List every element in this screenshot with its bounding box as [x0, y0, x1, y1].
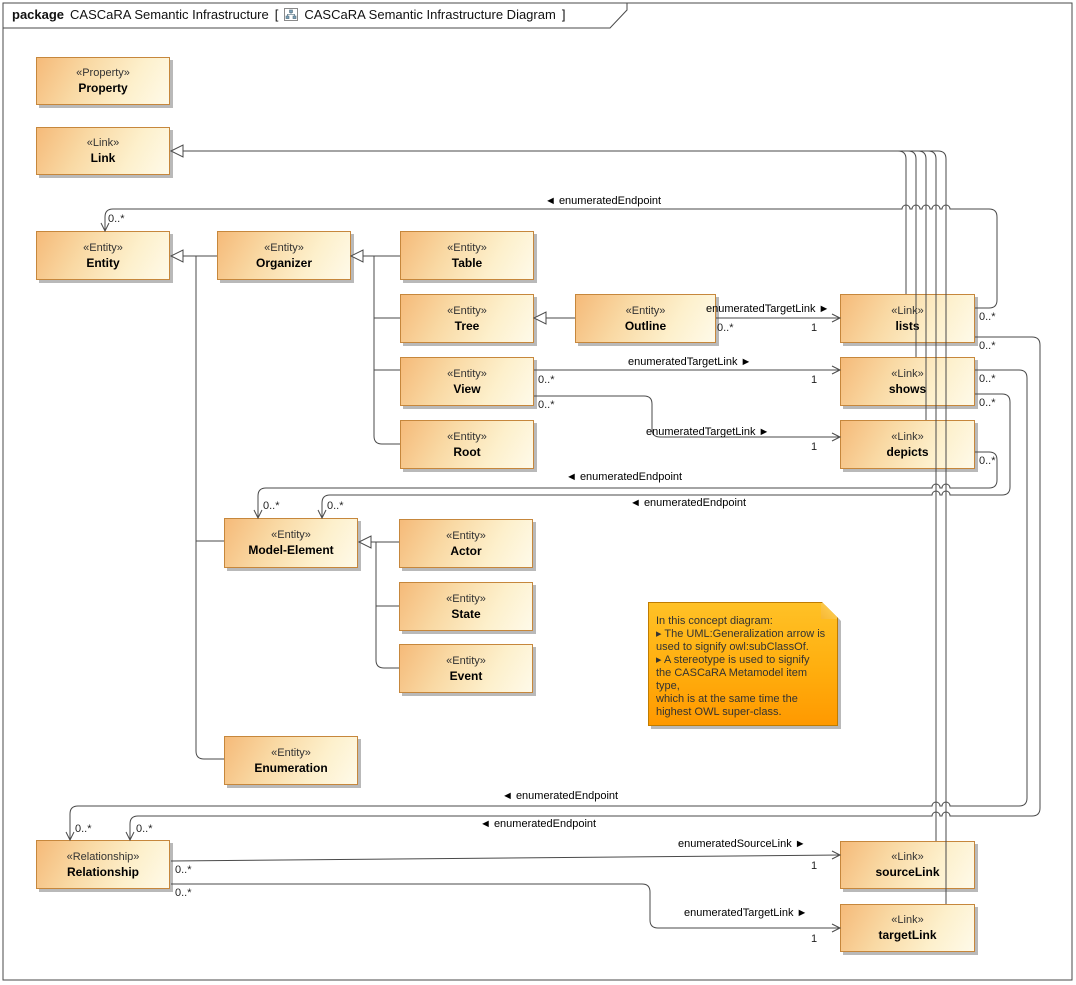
multiplicity-label: 1 [811, 933, 818, 945]
multiplicity-label: 0..* [108, 213, 125, 225]
multiplicity-label: 1 [811, 860, 818, 872]
association-label: enumeratedTargetLink ► [628, 356, 752, 368]
multiplicity-label: 0..* [979, 340, 996, 352]
multiplicity-label: 1 [811, 322, 818, 334]
multiplicity-label: 1 [811, 374, 818, 386]
multiplicity-label: 0..* [979, 311, 996, 323]
multiplicity-label: 0..* [979, 455, 996, 467]
package-keyword: package [12, 7, 65, 22]
multiplicity-label: 0..* [136, 823, 153, 835]
multiplicity-label: 0..* [175, 864, 192, 876]
multiplicity-label: 0..* [175, 887, 192, 899]
multiplicity-label: 0..* [979, 373, 996, 385]
frame-heading: package CASCaRA Semantic Infrastructure … [12, 7, 565, 22]
multiplicity-label: 1 [811, 441, 818, 453]
multiplicity-label: 0..* [538, 374, 555, 386]
multiplicity-label: 0..* [717, 322, 734, 334]
association-label: ◄ enumeratedEndpoint [480, 818, 597, 830]
multiplicity-label: 0..* [538, 399, 555, 411]
multiplicity-label: 0..* [327, 500, 344, 512]
association-label: enumeratedTargetLink ► [706, 303, 830, 315]
multiplicity-label: 0..* [75, 823, 92, 835]
package-title: CASCaRA Semantic Infrastructure [70, 7, 269, 22]
association-label: enumeratedSourceLink ► [678, 838, 806, 850]
multiplicity-label: 0..* [979, 397, 996, 409]
association-label: ◄ enumeratedEndpoint [502, 790, 619, 802]
association-label: enumeratedTargetLink ► [646, 426, 770, 438]
association-label: ◄ enumeratedEndpoint [566, 471, 683, 483]
bracket-close: ] [561, 7, 566, 22]
association-label: ◄ enumeratedEndpoint [630, 497, 747, 509]
diagram-name: CASCaRA Semantic Infrastructure Diagram [304, 7, 556, 22]
bracket-open: [ [274, 7, 279, 22]
diagram-icon [284, 8, 299, 21]
multiplicity-label: 0..* [263, 500, 280, 512]
association-label: ◄ enumeratedEndpoint [545, 195, 662, 207]
association-label: enumeratedTargetLink ► [684, 907, 808, 919]
